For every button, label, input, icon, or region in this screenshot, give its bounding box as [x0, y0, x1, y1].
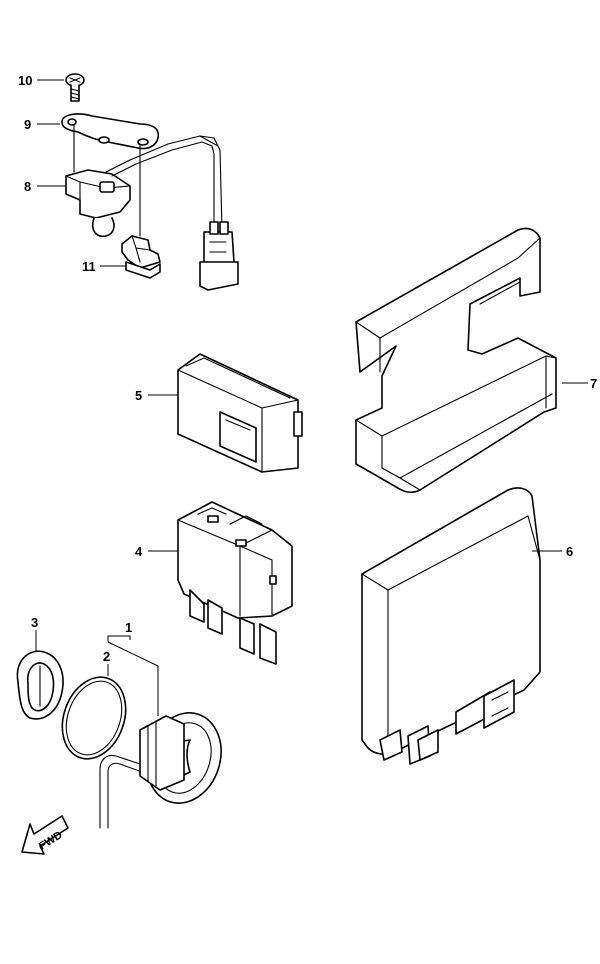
part-1-connector [99, 712, 222, 829]
callout-5: 5 [135, 388, 142, 403]
callout-4: 4 [135, 544, 143, 559]
callout-3: 3 [31, 615, 38, 630]
part-11-clamp [121, 235, 161, 279]
part-2-o-ring [61, 676, 127, 760]
callout-7: 7 [590, 376, 597, 391]
part-9-bracket [61, 113, 160, 237]
callout-8: 8 [24, 179, 31, 194]
part-3-grommet [16, 650, 64, 720]
part-10-screw [65, 73, 85, 102]
part-5-box-cover [177, 353, 303, 473]
fwd-direction-arrow: FWD [21, 815, 69, 855]
callout-10: 10 [18, 73, 32, 88]
callout-6: 6 [566, 544, 573, 559]
part-4-module [177, 501, 293, 665]
callout-11: 11 [82, 259, 96, 274]
part-8-switch [65, 135, 239, 291]
part-7-rubber-cover [355, 227, 557, 493]
leader-lines [35, 79, 588, 716]
callout-2: 2 [103, 649, 110, 664]
callout-9: 9 [24, 117, 31, 132]
part-6-ecu [361, 487, 541, 765]
callouts: 10 9 8 11 5 7 4 6 3 1 2 [18, 73, 597, 664]
callout-1: 1 [125, 620, 132, 635]
